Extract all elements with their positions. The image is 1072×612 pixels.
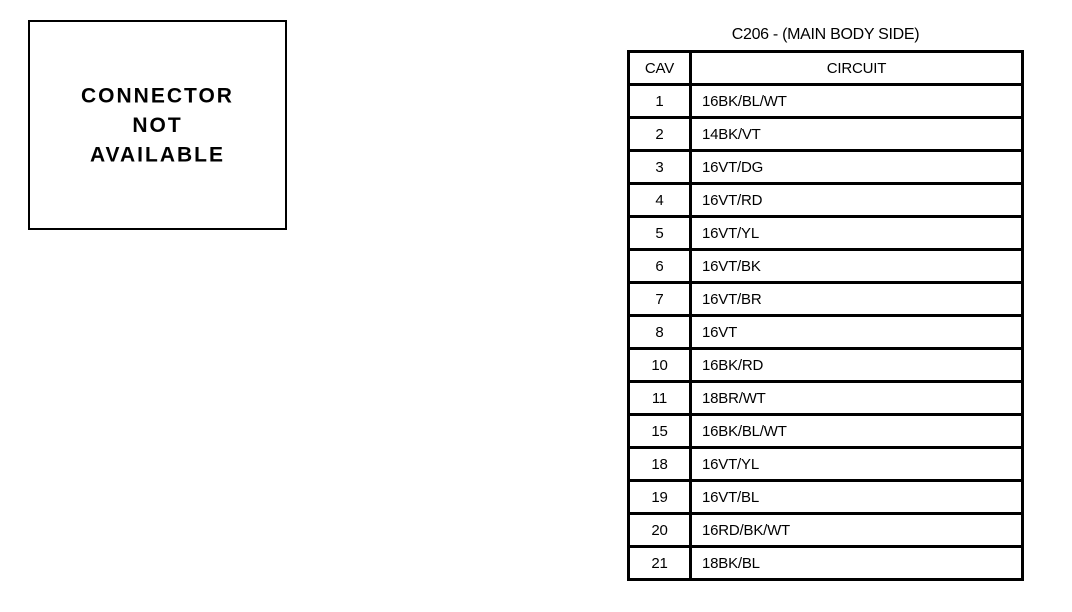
table-row: 11 18BR/WT (627, 380, 1024, 416)
cav-cell: 6 (627, 248, 692, 284)
circuit-cell: 16VT/YL (689, 446, 1024, 482)
table-row: 20 16RD/BK/WT (627, 512, 1024, 548)
circuit-cell: 16VT/BL (689, 479, 1024, 515)
circuit-cell: 18BK/BL (689, 545, 1024, 581)
note-line-2: NOT (132, 113, 183, 137)
circuit-cell: 16BK/RD (689, 347, 1024, 383)
cav-cell: 19 (627, 479, 692, 515)
connector-table-block: C206 - (MAIN BODY SIDE) CAV CIRCUIT 1 16… (627, 26, 1024, 581)
table-row: 7 16VT/BR (627, 281, 1024, 317)
note-line-3: AVAILABLE (89, 142, 226, 167)
circuit-column-header: CIRCUIT (689, 50, 1024, 86)
circuit-cell: 16VT/DG (689, 149, 1024, 185)
table-row: 8 16VT (627, 314, 1024, 350)
table-row: 5 16VT/YL (627, 215, 1024, 251)
table-header-row: CAV CIRCUIT (627, 50, 1024, 86)
cav-cell: 20 (627, 512, 692, 548)
table-row: 10 16BK/RD (627, 347, 1024, 383)
cav-cell: 5 (627, 215, 692, 251)
cav-cell: 1 (627, 83, 692, 119)
circuit-cell: 16VT (689, 314, 1024, 350)
circuit-cell: 16VT/RD (689, 182, 1024, 218)
cav-cell: 4 (627, 182, 692, 218)
table-row: 21 18BK/BL (627, 545, 1024, 581)
cav-cell: 15 (627, 413, 692, 449)
circuit-cell: 16BK/BL/WT (689, 83, 1024, 119)
table-row: 18 16VT/YL (627, 446, 1024, 482)
cav-cell: 11 (627, 380, 692, 416)
table-row: 3 16VT/DG (627, 149, 1024, 185)
note-line-1: CONNECTOR (81, 83, 234, 108)
cav-cell: 2 (627, 116, 692, 152)
circuit-cell: 16RD/BK/WT (689, 512, 1024, 548)
circuit-cell: 16VT/YL (689, 215, 1024, 251)
connector-table-title: C206 - (MAIN BODY SIDE) (731, 26, 920, 43)
table-row: 4 16VT/RD (627, 182, 1024, 218)
connector-not-available-box: CONNECTOR NOT AVAILABLE (28, 20, 287, 230)
circuit-cell: 16BK/BL/WT (689, 413, 1024, 449)
table-row: 2 14BK/VT (627, 116, 1024, 152)
cav-column-header: CAV (627, 50, 692, 86)
circuit-cell: 16VT/BK (689, 248, 1024, 284)
table-row: 1 16BK/BL/WT (627, 83, 1024, 119)
table-row: 15 16BK/BL/WT (627, 413, 1024, 449)
cav-cell: 3 (627, 149, 692, 185)
connector-not-available-text: CONNECTOR NOT AVAILABLE (81, 81, 234, 170)
cav-cell: 8 (627, 314, 692, 350)
table-row: 6 16VT/BK (627, 248, 1024, 284)
circuit-cell: 18BR/WT (689, 380, 1024, 416)
cav-cell: 18 (627, 446, 692, 482)
connector-pinout-table: CAV CIRCUIT 1 16BK/BL/WT 2 14BK/VT 3 16V… (627, 50, 1024, 581)
circuit-cell: 16VT/BR (689, 281, 1024, 317)
cav-cell: 21 (627, 545, 692, 581)
table-row: 19 16VT/BL (627, 479, 1024, 515)
circuit-cell: 14BK/VT (689, 116, 1024, 152)
cav-cell: 10 (627, 347, 692, 383)
cav-cell: 7 (627, 281, 692, 317)
